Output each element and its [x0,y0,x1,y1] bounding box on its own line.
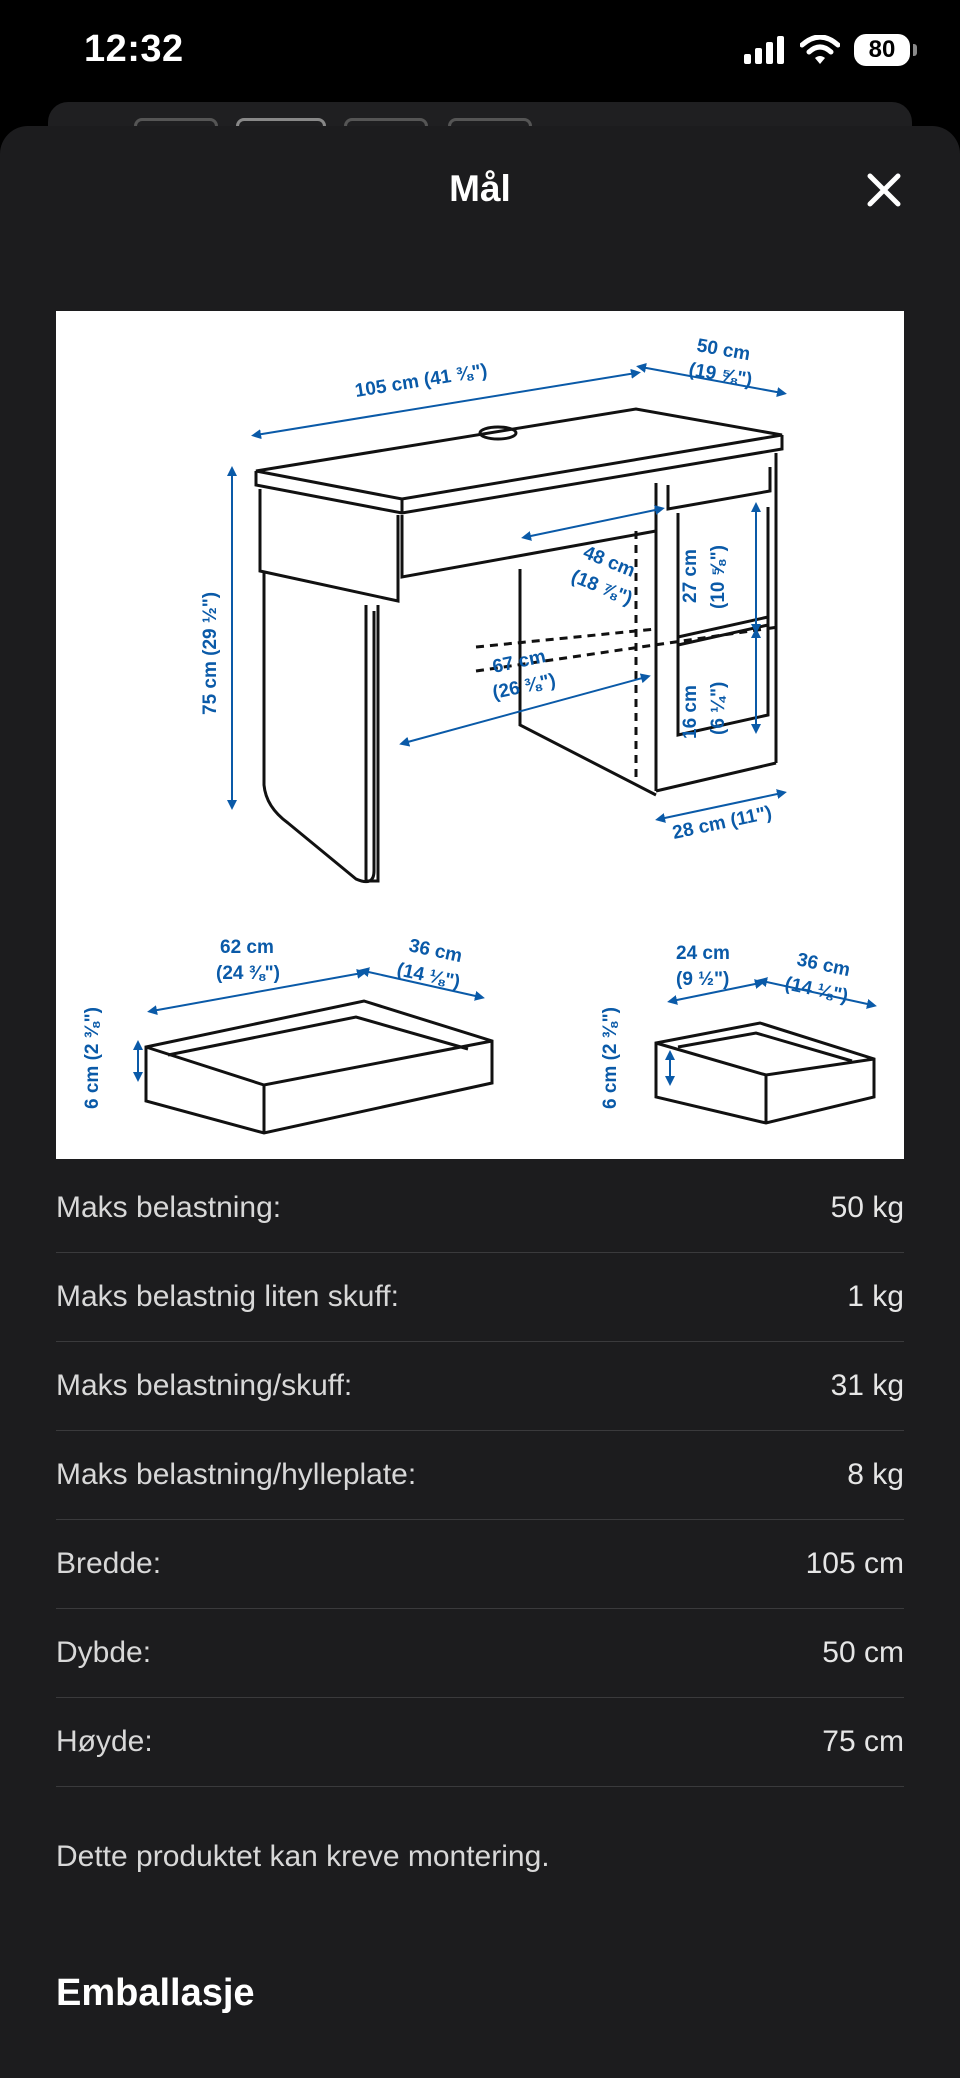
spec-label: Høyde: [56,1725,153,1758]
close-button[interactable] [860,166,908,214]
dimension-label-drawer-small-height: 6 cm (2 ⅜") [600,1007,621,1109]
status-bar: 12:32 80 [0,0,960,110]
cellular-signal-icon [744,36,784,64]
spec-row: Bredde: 105 cm [56,1520,904,1609]
sheet-title: Mål [449,168,511,209]
dimension-label-upper-gap-cm: 27 cm [680,549,701,603]
dimensions-sheet: Mål [0,126,960,2078]
spec-value: 8 kg [847,1458,904,1491]
spec-row: Høyde: 75 cm [56,1698,904,1787]
spec-label: Dybde: [56,1636,152,1669]
spec-label: Maks belastning/skuff: [56,1369,353,1402]
spec-label: Maks belastning/hylleplate: [56,1458,417,1491]
wifi-icon [800,35,840,64]
spec-value: 31 kg [830,1369,904,1402]
dimension-label-drawer-small-width-in: (9 ½") [676,969,729,990]
specs-list: Maks belastning: 50 kg Maks belastnig lit… [56,1164,904,1787]
dimension-label-drawer-small-width-cm: 24 cm [676,943,730,964]
assembly-note: Dette produktet kan kreve montering. [56,1840,550,1873]
spec-value: 105 cm [805,1547,904,1580]
dimension-label-drawer-large-width-cm: 62 cm [220,937,274,958]
spec-row: Maks belastning: 50 kg [56,1164,904,1253]
dimension-label-lower-gap-in: (6 ¼") [708,682,729,735]
spec-row: Maks belastning/hylleplate: 8 kg [56,1431,904,1520]
battery-indicator: 80 [854,34,917,66]
status-time: 12:32 [84,28,184,70]
status-icons: 80 [744,34,917,66]
spec-label: Maks belastnig liten skuff: [56,1280,399,1313]
dimension-diagram: 105 cm (41 ⅜") 50 cm (19 ⅝") 75 cm (29 ½… [56,311,904,1159]
spec-label: Maks belastning: [56,1191,282,1224]
dimension-lines [133,362,877,1086]
spec-value: 50 kg [830,1191,904,1224]
spec-row: Maks belastning/skuff: 31 kg [56,1342,904,1431]
spec-row: Maks belastnig liten skuff: 1 kg [56,1253,904,1342]
dimension-label-drawer-large-width-in: (24 ⅜") [216,963,280,984]
dimension-label-width: 105 cm (41 ⅜") [353,360,488,402]
desk-diagram-svg: 105 cm (41 ⅜") 50 cm (19 ⅝") 75 cm (29 ½… [82,335,877,1135]
spec-value: 75 cm [822,1725,904,1758]
section-title-packaging[interactable]: Emballasje [56,1972,255,2014]
spec-value: 50 cm [822,1636,904,1669]
close-icon [867,173,901,207]
dimension-label-cabinet-width: 28 cm (11") [671,802,774,844]
dimension-label-drawer-large-height: 6 cm (2 ⅜") [82,1007,103,1109]
dimension-label-upper-gap-in: (10 ⅝") [708,545,729,609]
dimension-label-height: 75 cm (29 ½") [200,592,221,715]
spec-label: Bredde: [56,1547,162,1580]
drawer-outlines [144,999,876,1135]
spec-row: Dybde: 50 cm [56,1609,904,1698]
spec-value: 1 kg [847,1280,904,1313]
dimension-label-lower-gap-cm: 16 cm [680,685,701,739]
